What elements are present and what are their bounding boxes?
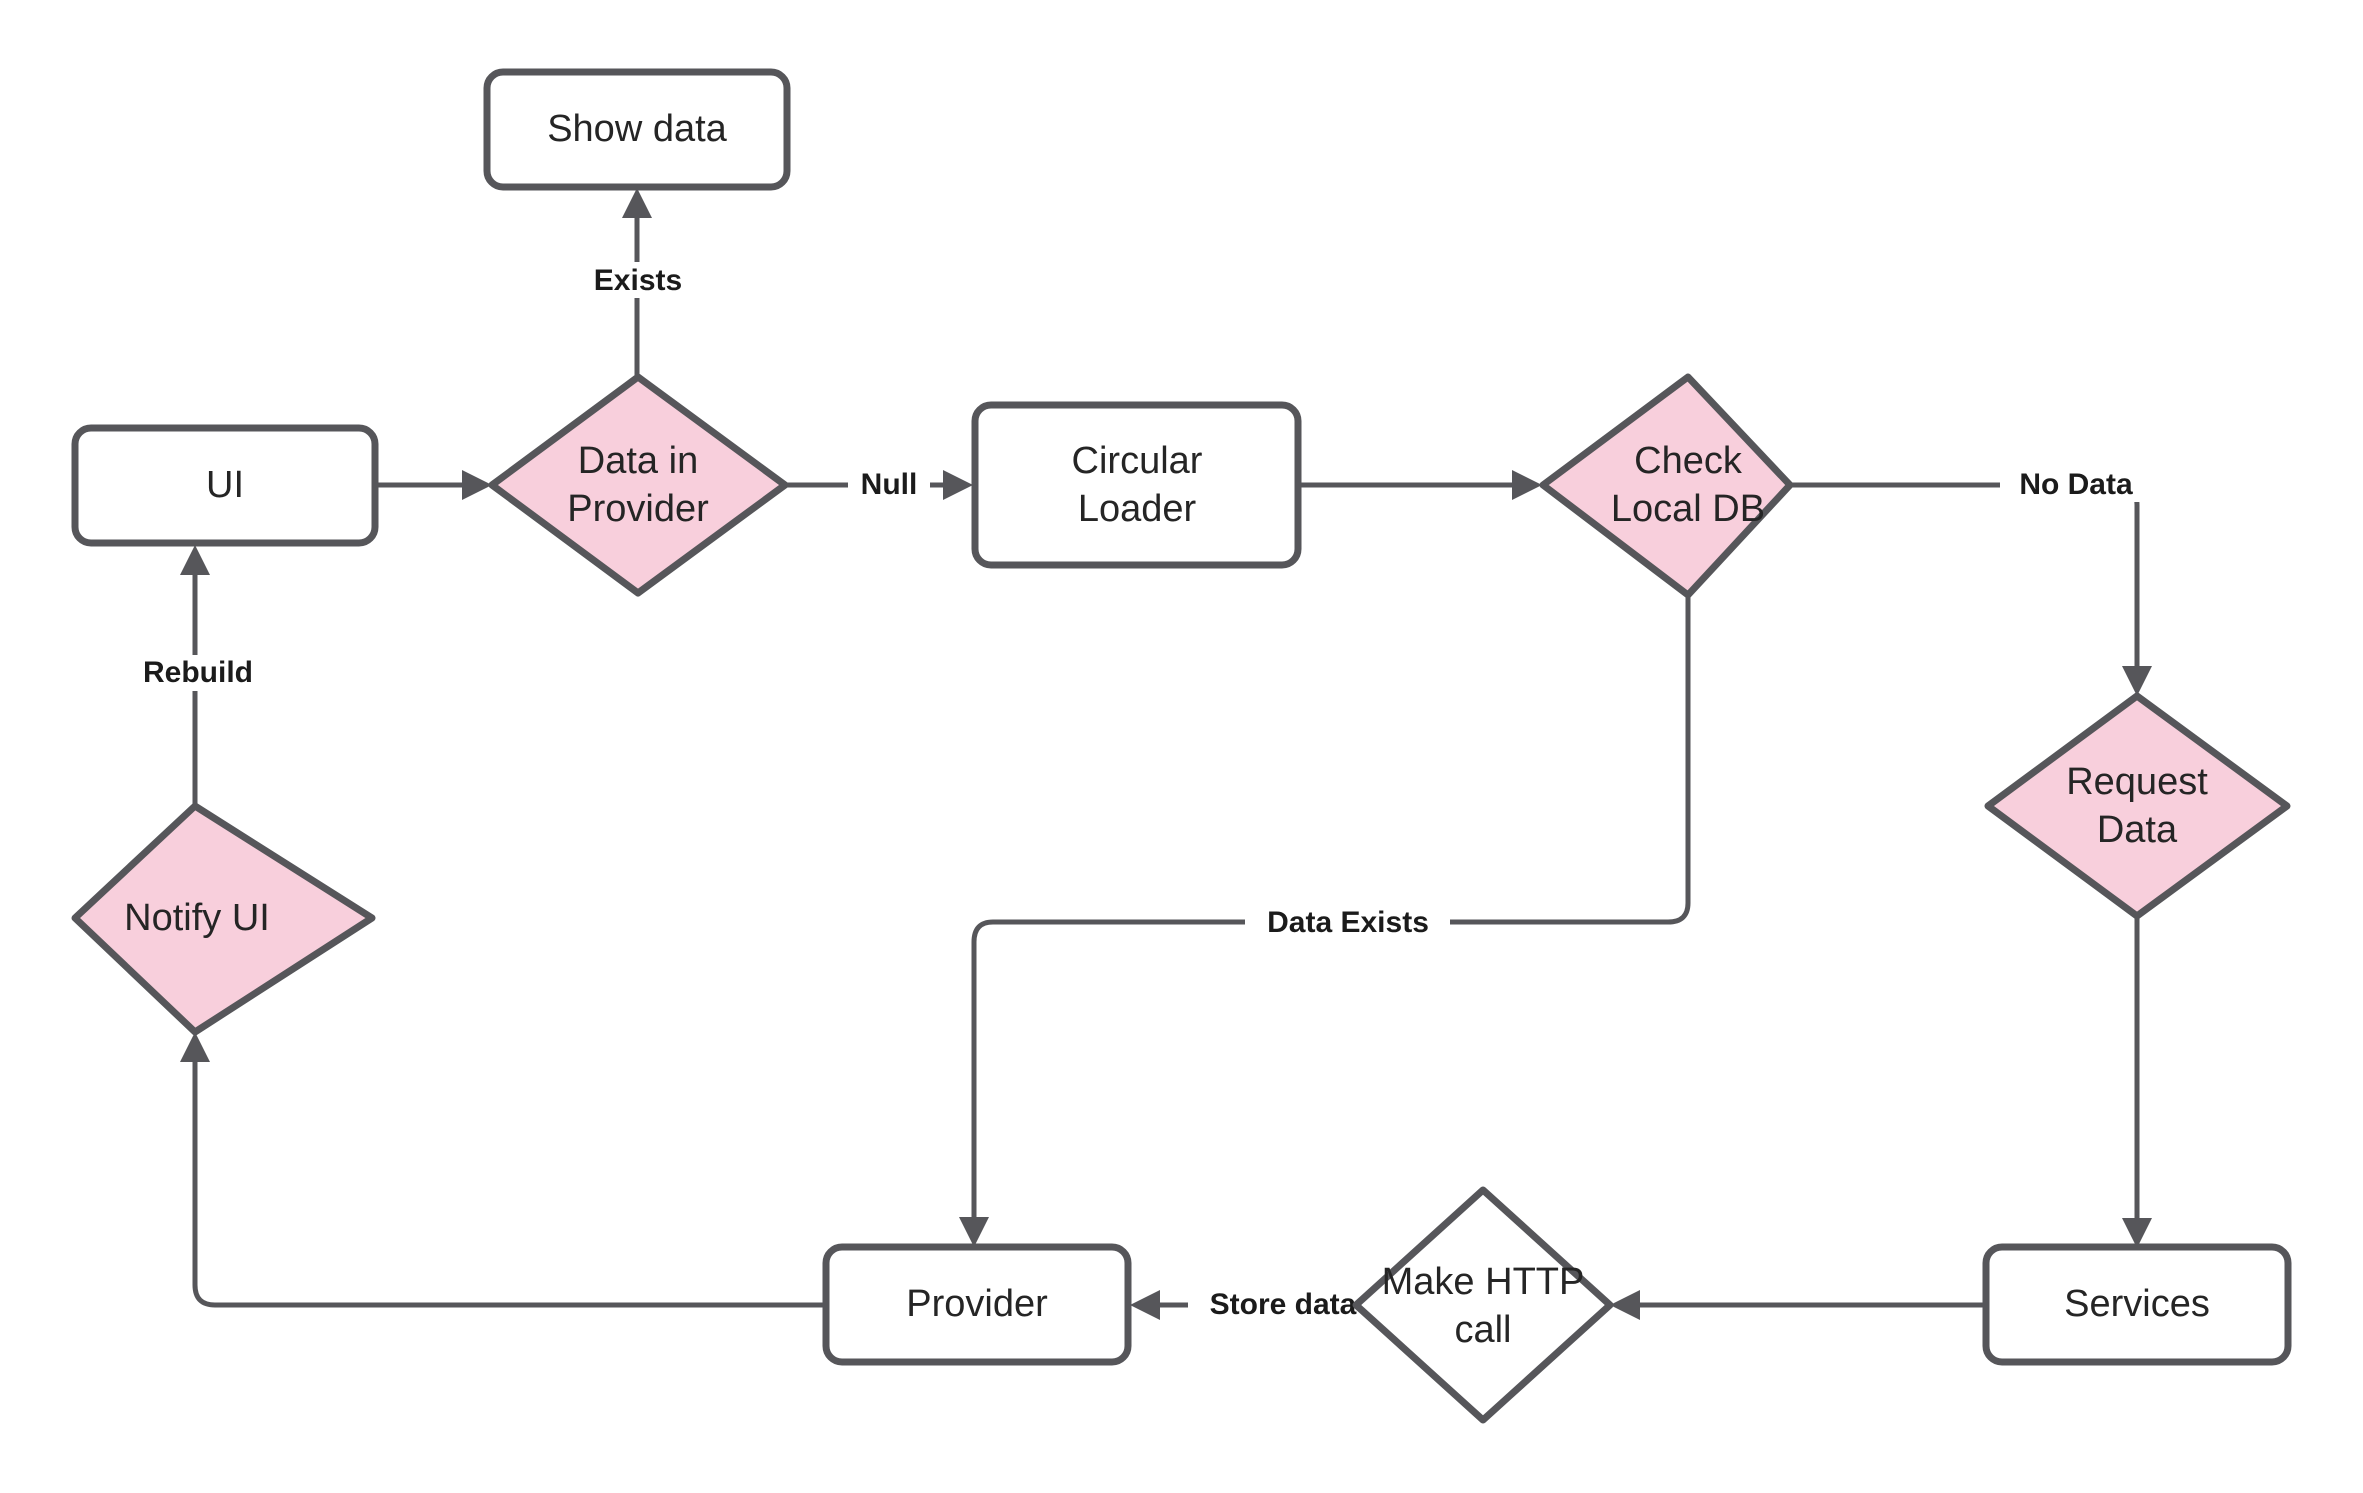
node-label-services: Services — [2064, 1283, 2210, 1325]
node-show-data[interactable]: Show data — [483, 68, 791, 191]
edge-label-rebuild: Rebuild — [143, 656, 253, 689]
node-make-http-call[interactable]: Make HTTP call — [1352, 1186, 1614, 1424]
edge-check-local-db-to-request-data: No Data — [1790, 468, 2152, 696]
edge-services-to-make-http-call — [1610, 1290, 1986, 1320]
edge-label-exists: Exists — [594, 264, 682, 297]
edge-circular-loader-to-check-local-db — [1298, 470, 1542, 500]
node-label-data-in-provider-line1: Data in — [578, 440, 698, 482]
node-request-data[interactable]: Request Data — [1984, 692, 2291, 920]
node-label-make-http-call-line2: call — [1454, 1309, 1511, 1351]
edge-make-http-call-to-provider: Store data — [1130, 1288, 1378, 1322]
edge-label-null: Null — [861, 468, 918, 501]
edge-label-no-data: No Data — [2019, 468, 2133, 501]
node-circular-loader[interactable]: Circular Loader — [971, 401, 1302, 569]
node-ui[interactable]: UI — [71, 424, 379, 547]
node-data-in-provider[interactable]: Data in Provider — [488, 373, 789, 597]
node-label-circular-loader-line1: Circular — [1072, 440, 1203, 482]
edge-check-local-db-to-provider: Data Exists — [959, 595, 1691, 1247]
edge-data-in-provider-to-show-data: Exists — [577, 188, 699, 375]
edge-request-data-to-services — [2122, 916, 2152, 1248]
node-label-make-http-call-line1: Make HTTP — [1382, 1261, 1585, 1303]
node-label-ui: UI — [206, 464, 244, 506]
node-label-data-in-provider-line2: Provider — [567, 488, 709, 530]
edge-label-data-exists: Data Exists — [1267, 906, 1429, 939]
edge-provider-to-notify-ui — [180, 1032, 825, 1308]
edge-data-in-provider-to-circular-loader: Null — [785, 468, 973, 502]
node-label-provider: Provider — [906, 1283, 1048, 1325]
node-label-check-local-db-line1: Check — [1634, 440, 1743, 482]
node-label-request-data-line2: Data — [2097, 809, 2178, 851]
node-services[interactable]: Services — [1982, 1243, 2292, 1366]
node-label-circular-loader-line2: Loader — [1078, 488, 1197, 530]
edge-ui-to-data-in-provider — [378, 470, 492, 500]
node-label-show-data: Show data — [547, 108, 727, 150]
edge-label-store-data: Store data — [1210, 1288, 1357, 1321]
node-label-notify-ui: Notify UI — [124, 897, 270, 939]
node-provider[interactable]: Provider — [822, 1243, 1132, 1366]
node-label-request-data-line1: Request — [2066, 761, 2208, 803]
node-label-check-local-db-line2: Local DB — [1611, 488, 1765, 530]
node-notify-ui[interactable]: Notify UI — [71, 802, 376, 1036]
node-check-local-db[interactable]: Check Local DB — [1539, 373, 1794, 599]
edge-notify-ui-to-ui: Rebuild — [130, 545, 266, 806]
